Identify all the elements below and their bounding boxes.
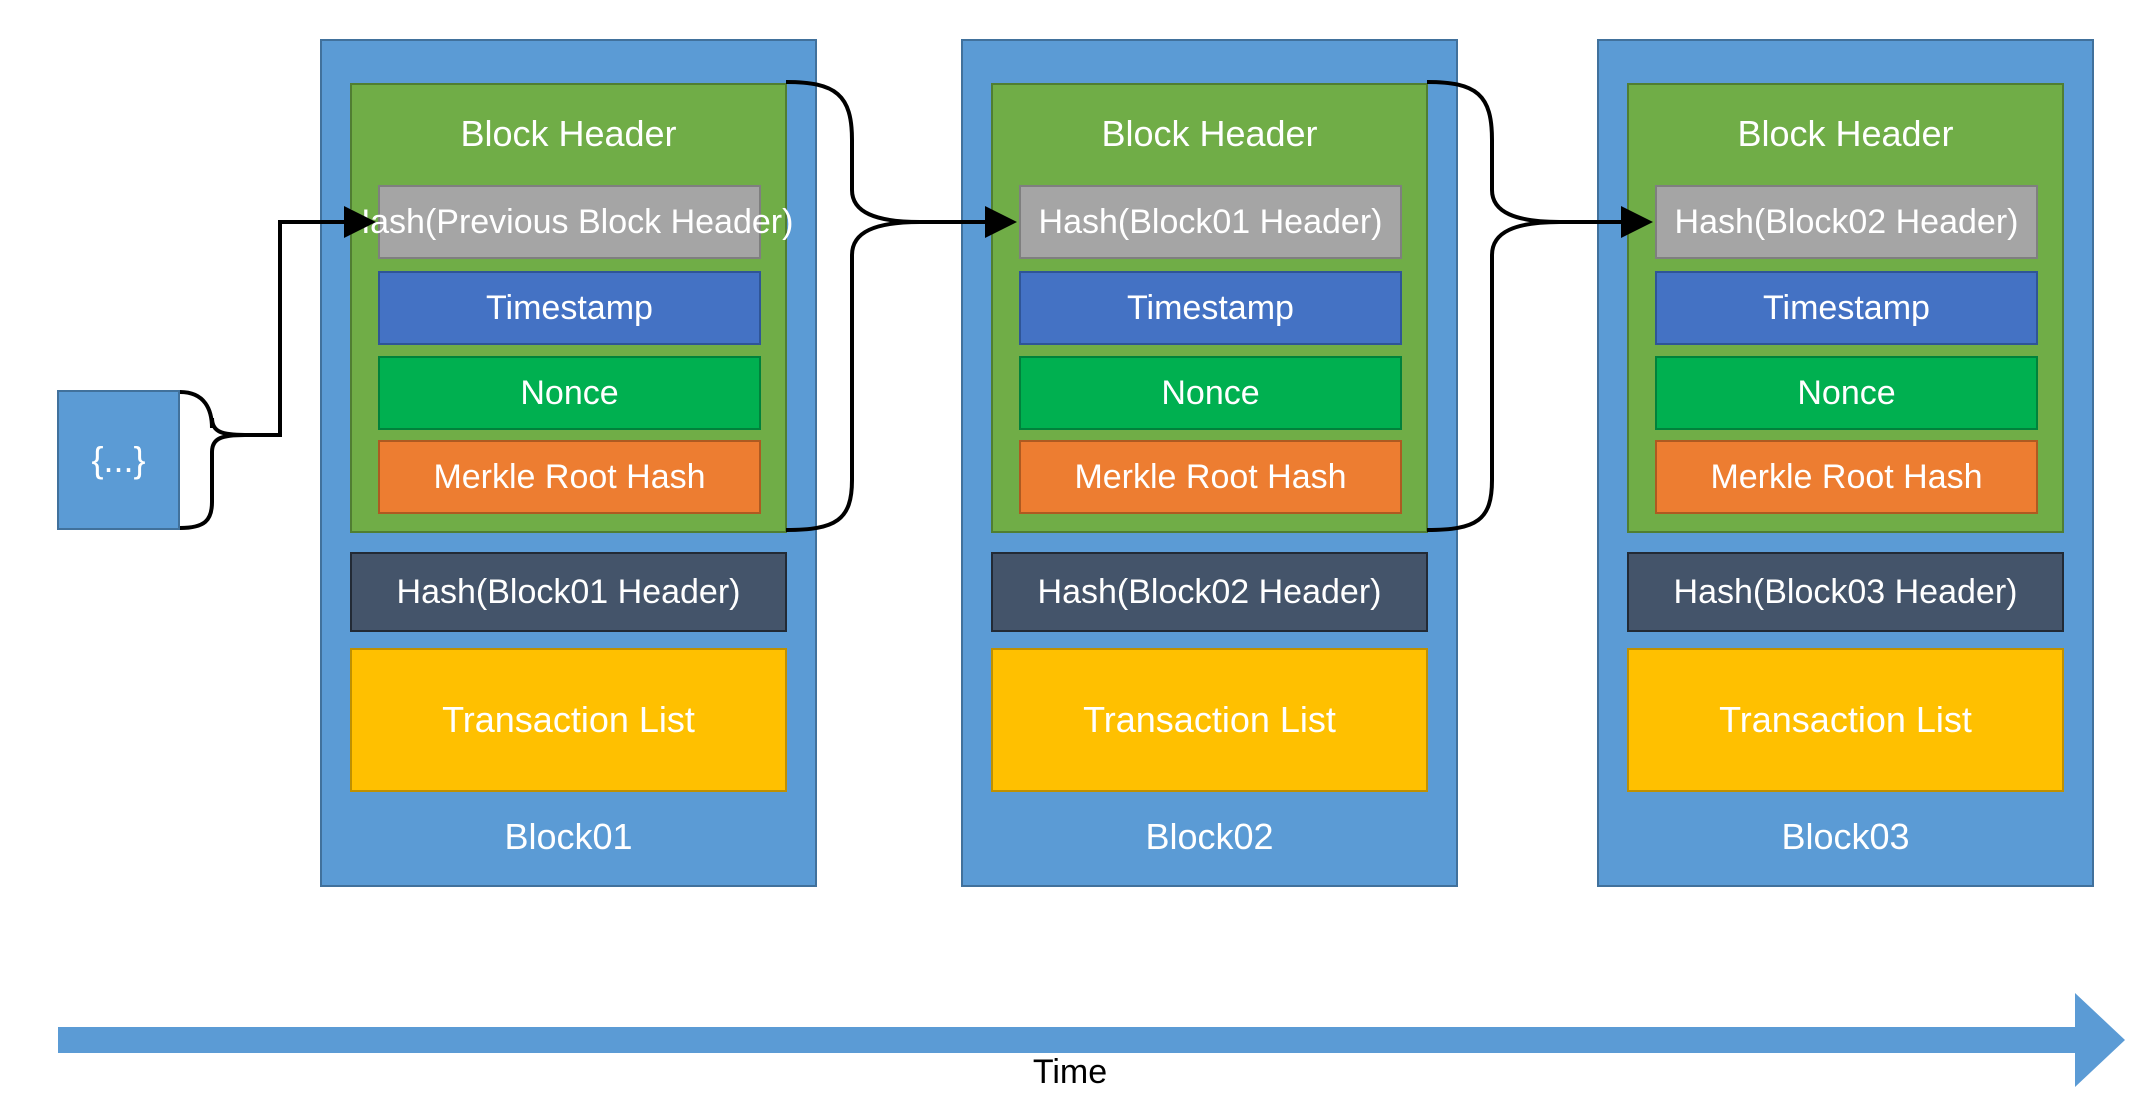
previous-hash-field: Hash(Previous Block Header)	[346, 185, 793, 259]
block-header: Block Header Hash(Previous Block Header)…	[346, 83, 793, 533]
block-name: Block01	[504, 816, 633, 857]
timestamp-field: Timestamp	[1655, 271, 2038, 345]
transaction-list: Transaction List	[1627, 648, 2064, 792]
time-arrow	[58, 993, 2125, 1087]
block-03: Block Header Hash(Block02 Header) Timest…	[1597, 39, 2094, 887]
timestamp-field: Timestamp	[378, 271, 761, 345]
previous-hash-field: Hash(Block01 Header)	[1019, 185, 1402, 259]
brace-block-01-header	[785, 80, 921, 532]
previous-block-box: {...}	[57, 390, 180, 530]
block-hash: Hash(Block01 Header)	[350, 552, 787, 632]
block-header-title: Block Header	[1101, 113, 1318, 154]
block-header-title: Block Header	[460, 113, 677, 154]
nonce-field: Nonce	[1019, 356, 1402, 430]
block-01: Block Header Hash(Previous Block Header)…	[320, 39, 817, 887]
block-name: Block02	[1145, 816, 1274, 857]
block-02: Block Header Hash(Block01 Header) Timest…	[961, 39, 1458, 887]
time-label: Time	[1032, 1053, 1108, 1091]
previous-hash-field: Hash(Block02 Header)	[1655, 185, 2038, 259]
arrow-to-block-01	[245, 206, 376, 437]
previous-block-label: {...}	[91, 439, 146, 480]
block-hash: Hash(Block02 Header)	[991, 552, 1428, 632]
brace-block-02-header	[1426, 80, 1561, 532]
merkle-root-field: Merkle Root Hash	[378, 440, 761, 514]
timestamp-field: Timestamp	[1019, 271, 1402, 345]
transaction-list: Transaction List	[350, 648, 787, 792]
block-hash: Hash(Block03 Header)	[1627, 552, 2064, 632]
brace-previous	[179, 390, 246, 530]
block-name: Block03	[1781, 816, 1910, 857]
block-header: Block Header Hash(Block02 Header) Timest…	[1627, 83, 2064, 533]
merkle-root-field: Merkle Root Hash	[1655, 440, 2038, 514]
transaction-list: Transaction List	[991, 648, 1428, 792]
merkle-root-field: Merkle Root Hash	[1019, 440, 1402, 514]
block-header: Block Header Hash(Block01 Header) Timest…	[991, 83, 1428, 533]
nonce-field: Nonce	[1655, 356, 2038, 430]
nonce-field: Nonce	[378, 356, 761, 430]
block-header-title: Block Header	[1737, 113, 1954, 154]
